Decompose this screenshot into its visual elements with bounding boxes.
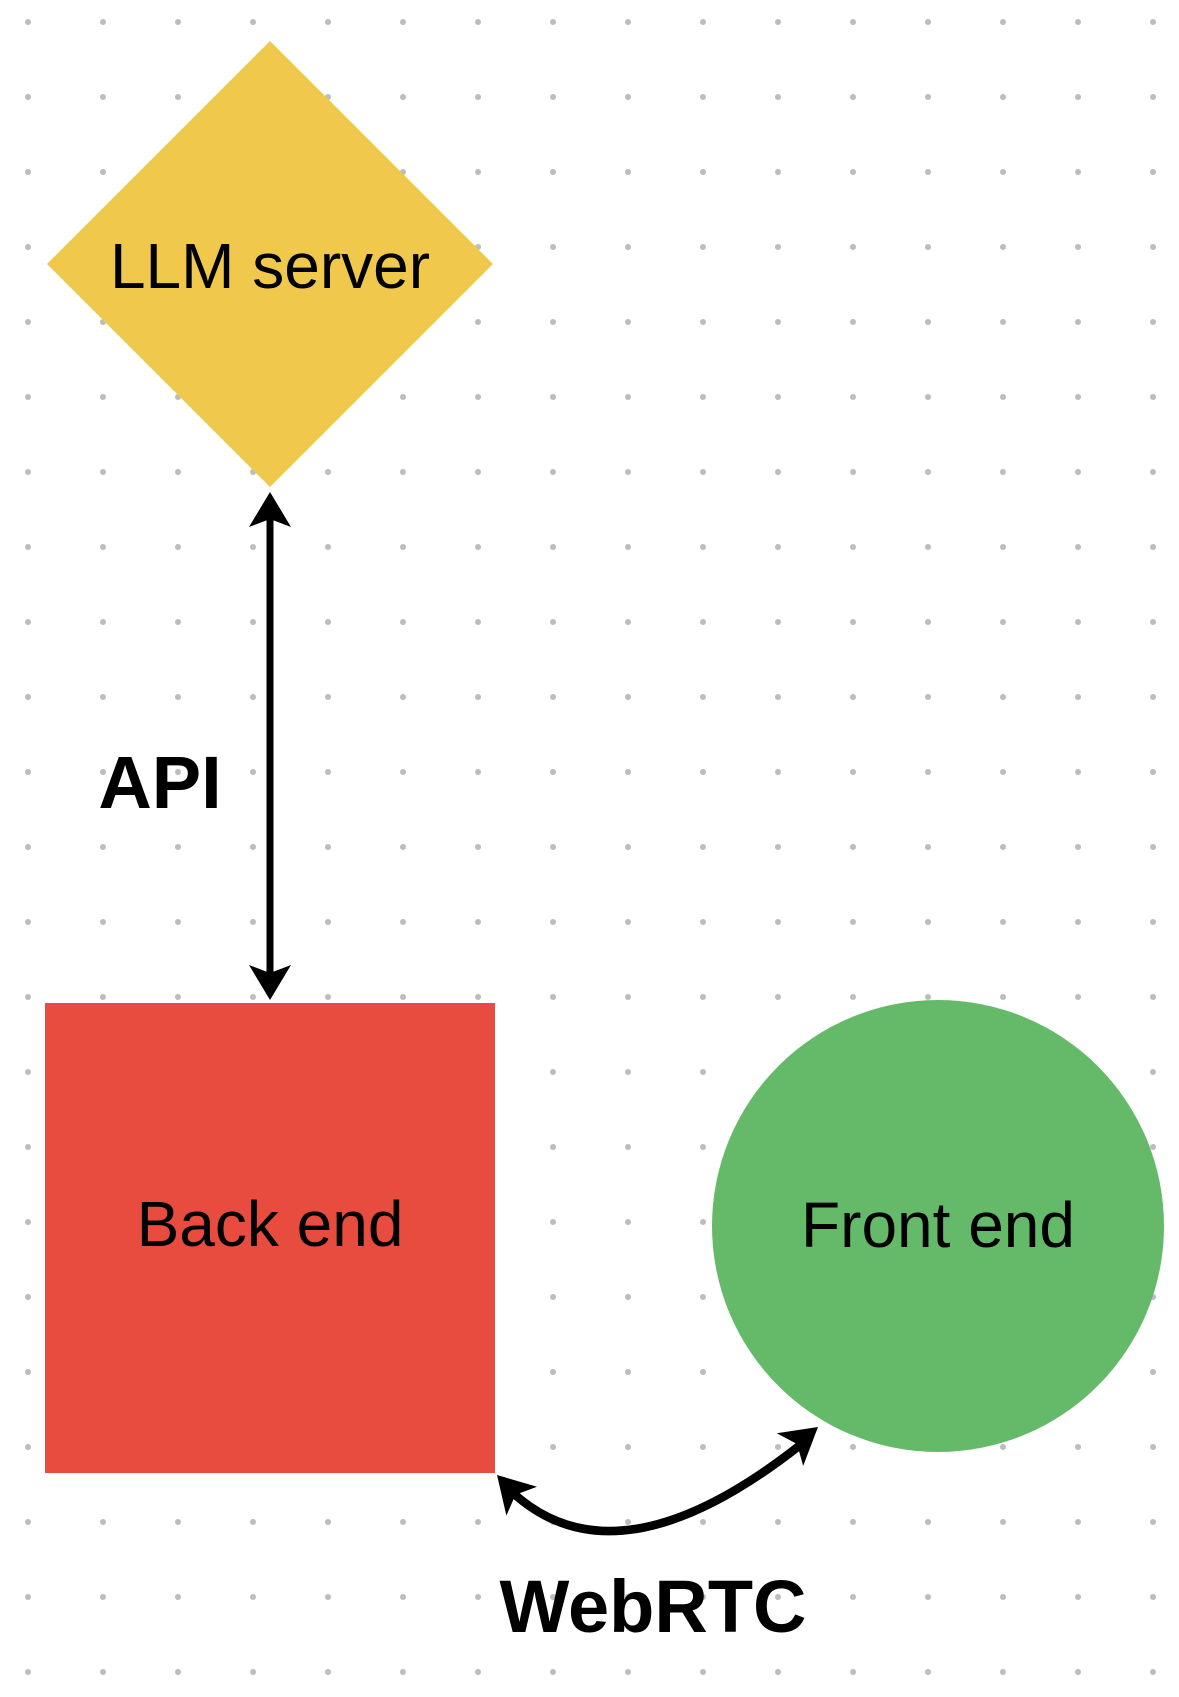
front-end-node[interactable] bbox=[712, 1000, 1164, 1452]
webrtc-arrowhead-left-icon bbox=[497, 1475, 537, 1516]
webrtc-edge[interactable] bbox=[497, 1427, 818, 1536]
webrtc-edge-line[interactable] bbox=[510, 1442, 802, 1536]
llm-server-node[interactable] bbox=[47, 41, 493, 487]
api-arrowhead-down-icon bbox=[249, 965, 291, 1000]
webrtc-arrowhead-right-icon bbox=[776, 1427, 818, 1466]
api-edge-label: API bbox=[98, 741, 221, 824]
webrtc-edge-label: WebRTC bbox=[500, 1565, 807, 1648]
front-end-label: Front end bbox=[801, 1189, 1075, 1261]
llm-server-label: LLM server bbox=[110, 230, 430, 302]
api-arrowhead-up-icon bbox=[249, 492, 291, 527]
api-edge[interactable] bbox=[249, 492, 291, 1000]
back-end-label: Back end bbox=[137, 1188, 404, 1260]
back-end-node[interactable] bbox=[45, 1003, 495, 1473]
